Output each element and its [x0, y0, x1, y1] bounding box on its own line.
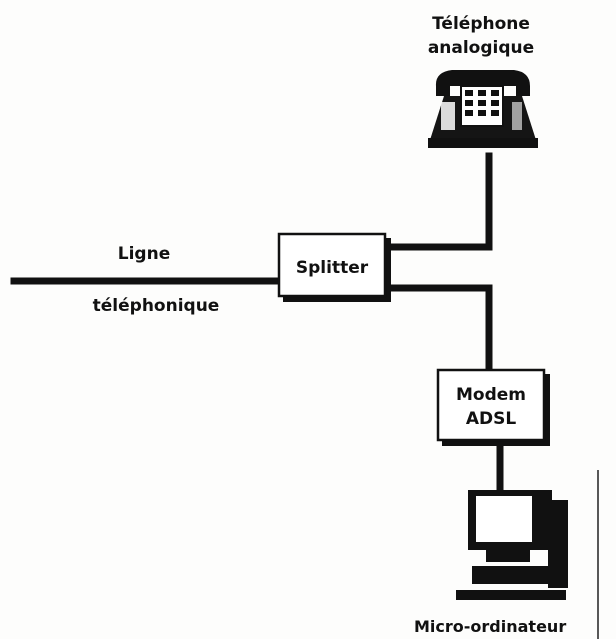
wires — [10, 152, 504, 494]
computer-label: Micro-ordinateur — [414, 617, 566, 636]
splitter-label: Splitter — [296, 258, 369, 278]
line-label-line1: Ligne — [118, 244, 170, 264]
modem-label-line1: Modem — [456, 385, 526, 405]
splitter-box: Splitter — [277, 232, 391, 302]
modem-box: Modem ADSL — [436, 368, 550, 446]
splitter-to-modem-wire — [384, 284, 493, 374]
telephone-icon — [428, 70, 538, 148]
computer-icon — [456, 490, 568, 600]
phone-label-line1: Téléphone — [432, 14, 530, 34]
modem-label-line2: ADSL — [466, 409, 517, 429]
line-label-line2: téléphonique — [93, 296, 220, 316]
splitter-to-phone-wire — [384, 152, 493, 251]
phone-label-line2: analogique — [428, 38, 534, 58]
